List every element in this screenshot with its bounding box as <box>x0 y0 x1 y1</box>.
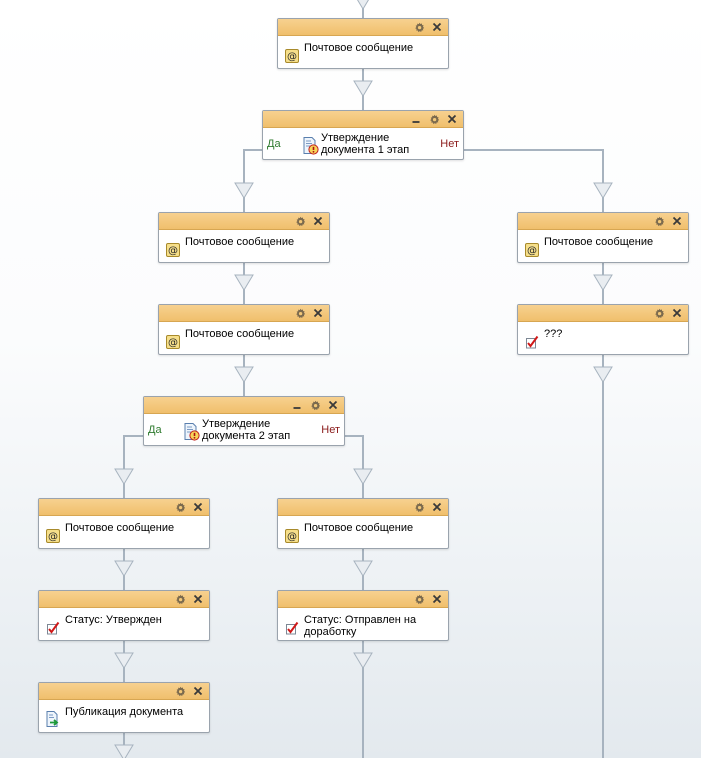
email-icon: @ <box>285 529 299 543</box>
approval-document-icon <box>303 137 319 155</box>
close-icon[interactable] <box>430 592 444 606</box>
condition-label: Утверждение документа 1 этап <box>321 132 409 156</box>
activity-label-line1: Статус: Отправлен на <box>304 614 417 626</box>
activity-header <box>159 213 329 230</box>
activity-label: Статус: Утвержден <box>65 614 162 626</box>
condition-label-line1: Утверждение <box>202 418 271 430</box>
settings-gear-icon[interactable] <box>412 592 426 606</box>
svg-text:@: @ <box>287 52 297 63</box>
checkmark-status-icon <box>285 621 299 635</box>
activity-mail-top[interactable]: @ Почтовое сообщение <box>277 18 449 69</box>
branch-yes-label: Да <box>267 138 281 150</box>
activity-header <box>39 591 209 608</box>
condition-label-line2: документа 2 этап <box>202 430 291 442</box>
activity-mail-yes-3[interactable]: @ Почтовое сообщение <box>38 498 210 549</box>
condition-label-line2: документа 1 этап <box>321 144 410 156</box>
activity-mail-no-2[interactable]: @ Почтовое сообщение <box>277 498 449 549</box>
activity-status-revision[interactable]: Статус: Отправлен на доработку <box>277 590 449 641</box>
settings-gear-icon[interactable] <box>293 214 307 228</box>
publish-document-icon <box>46 711 60 727</box>
branch-no-label: Нет <box>321 424 340 436</box>
condition-label-line1: Утверждение <box>321 132 390 144</box>
activity-header <box>39 683 209 700</box>
activity-header <box>278 19 448 36</box>
branch-yes-label: Да <box>148 424 162 436</box>
activity-label: Почтовое сообщение <box>304 42 414 54</box>
activity-header <box>159 305 329 322</box>
condition-label: Утверждение документа 2 этап <box>202 418 290 442</box>
condition-header <box>144 397 344 414</box>
activity-label: Публикация документа <box>65 706 184 718</box>
activity-header <box>518 213 688 230</box>
email-icon: @ <box>46 529 60 543</box>
condition-approval-stage-1[interactable]: Да Утверждение документа 1 этап Нет <box>262 110 464 160</box>
settings-gear-icon[interactable] <box>652 306 666 320</box>
close-icon[interactable] <box>191 592 205 606</box>
checkmark-status-icon <box>525 335 539 349</box>
close-icon[interactable] <box>191 684 205 698</box>
close-icon[interactable] <box>430 20 444 34</box>
svg-text:@: @ <box>168 246 178 257</box>
email-icon: @ <box>285 49 299 63</box>
settings-gear-icon[interactable] <box>173 500 187 514</box>
activity-publish-document[interactable]: Публикация документа <box>38 682 210 733</box>
svg-text:@: @ <box>287 532 297 543</box>
close-icon[interactable] <box>326 398 340 412</box>
activity-header <box>278 591 448 608</box>
activity-header <box>518 305 688 322</box>
activity-header <box>39 499 209 516</box>
activity-label: Статус: Отправлен на доработку <box>304 614 416 638</box>
activity-label-line2: доработку <box>304 626 357 638</box>
activity-status-unknown[interactable]: ??? <box>517 304 689 355</box>
settings-gear-icon[interactable] <box>293 306 307 320</box>
settings-gear-icon[interactable] <box>308 398 322 412</box>
settings-gear-icon[interactable] <box>173 592 187 606</box>
close-icon[interactable] <box>670 214 684 228</box>
activity-label: Почтовое сообщение <box>185 328 295 340</box>
close-icon[interactable] <box>430 500 444 514</box>
settings-gear-icon[interactable] <box>427 112 441 126</box>
close-icon[interactable] <box>311 214 325 228</box>
settings-gear-icon[interactable] <box>173 684 187 698</box>
email-icon: @ <box>166 335 180 349</box>
checkmark-status-icon <box>46 621 60 635</box>
activity-label: Почтовое сообщение <box>544 236 654 248</box>
email-icon: @ <box>525 243 539 257</box>
close-icon[interactable] <box>445 112 459 126</box>
branch-no-label: Нет <box>440 138 459 150</box>
activity-header <box>278 499 448 516</box>
svg-text:@: @ <box>168 338 178 349</box>
svg-text:@: @ <box>527 246 537 257</box>
activity-label: Почтовое сообщение <box>185 236 295 248</box>
condition-approval-stage-2[interactable]: Да Утверждение документа 2 этап Нет <box>143 396 345 446</box>
close-icon[interactable] <box>311 306 325 320</box>
condition-header <box>263 111 463 128</box>
close-icon[interactable] <box>670 306 684 320</box>
minimize-icon[interactable] <box>290 398 304 412</box>
settings-gear-icon[interactable] <box>412 500 426 514</box>
activity-mail-no-1[interactable]: @ Почтовое сообщение <box>517 212 689 263</box>
settings-gear-icon[interactable] <box>412 20 426 34</box>
email-icon: @ <box>166 243 180 257</box>
minimize-icon[interactable] <box>409 112 423 126</box>
activity-status-approved[interactable]: Статус: Утвержден <box>38 590 210 641</box>
activity-mail-yes-2[interactable]: @ Почтовое сообщение <box>158 304 330 355</box>
activity-label: Почтовое сообщение <box>65 522 175 534</box>
settings-gear-icon[interactable] <box>652 214 666 228</box>
activity-mail-yes-1[interactable]: @ Почтовое сообщение <box>158 212 330 263</box>
svg-text:@: @ <box>48 532 58 543</box>
close-icon[interactable] <box>191 500 205 514</box>
activity-label: Почтовое сообщение <box>304 522 414 534</box>
activity-label: ??? <box>544 328 563 340</box>
approval-document-icon <box>184 423 200 441</box>
